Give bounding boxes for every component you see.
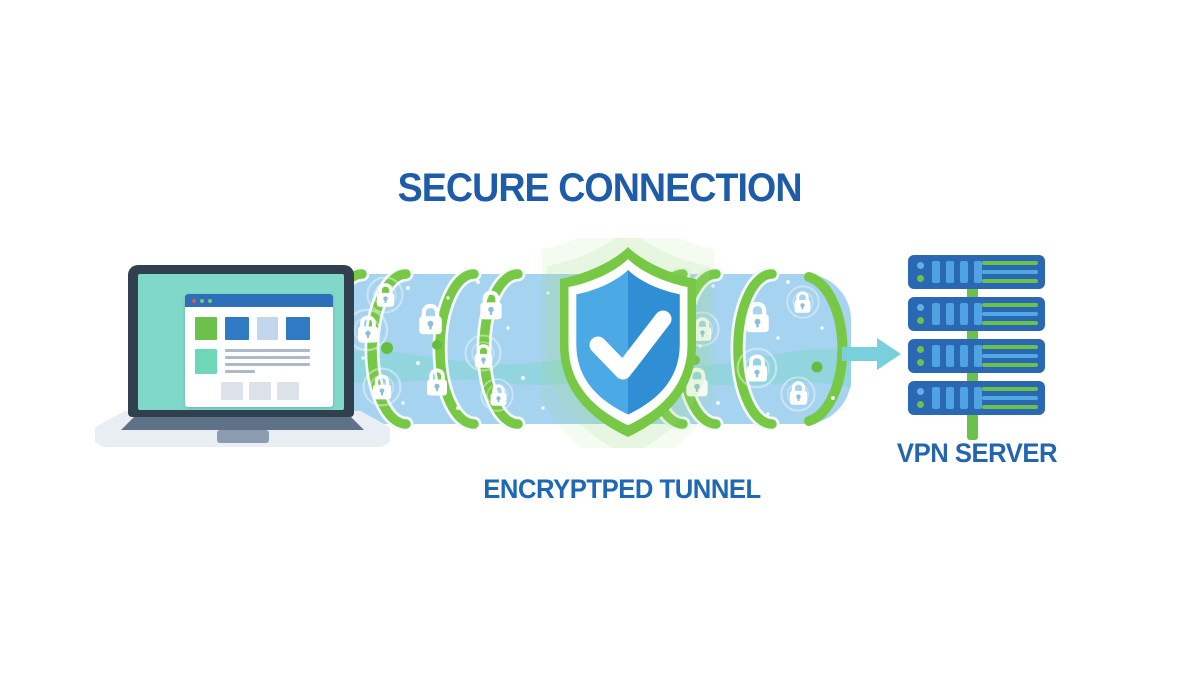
- window-dot-green: [208, 298, 212, 303]
- window-dot-red: [192, 298, 196, 303]
- content-tile-teal: [195, 349, 217, 374]
- laptop-keyboard: [121, 413, 364, 430]
- content-tile-blue: [225, 317, 249, 340]
- page-title: SECURE CONNECTION: [397, 166, 802, 210]
- encrypted-tunnel-label: ENCRYPTPED TUNNEL: [483, 474, 761, 504]
- content-tile-lightblue: [257, 317, 278, 340]
- text-line: [225, 370, 255, 373]
- browser-window-icon: [185, 294, 333, 407]
- browser-title-bar: [185, 294, 333, 307]
- checkmark-icon: [589, 310, 672, 380]
- tunnel-rings: [348, 268, 848, 430]
- encrypted-tunnel-icon: [348, 268, 851, 430]
- window-dot-green: [200, 298, 204, 303]
- server-unit: [908, 339, 1045, 373]
- text-line: [225, 356, 310, 359]
- laptop-icon: [95, 263, 390, 463]
- content-tile-gray: [277, 382, 299, 400]
- content-tile-gray: [221, 382, 243, 400]
- content-tile-blue: [286, 317, 310, 340]
- content-tile-gray: [249, 382, 271, 400]
- shield-check-icon: [542, 238, 714, 448]
- laptop-screen: [138, 274, 344, 410]
- content-tile-green: [195, 317, 217, 340]
- server-unit: [908, 381, 1045, 415]
- laptop-screen-frame: [128, 265, 354, 417]
- vpn-server-label: VPN SERVER: [896, 438, 1058, 468]
- text-line: [225, 349, 310, 352]
- laptop-trackpad: [217, 430, 269, 443]
- text-line: [225, 363, 310, 366]
- server-unit: [908, 255, 1045, 289]
- arrow-right-icon: [842, 338, 901, 370]
- server-unit: [908, 297, 1045, 331]
- server-stack-icon: [908, 250, 1045, 450]
